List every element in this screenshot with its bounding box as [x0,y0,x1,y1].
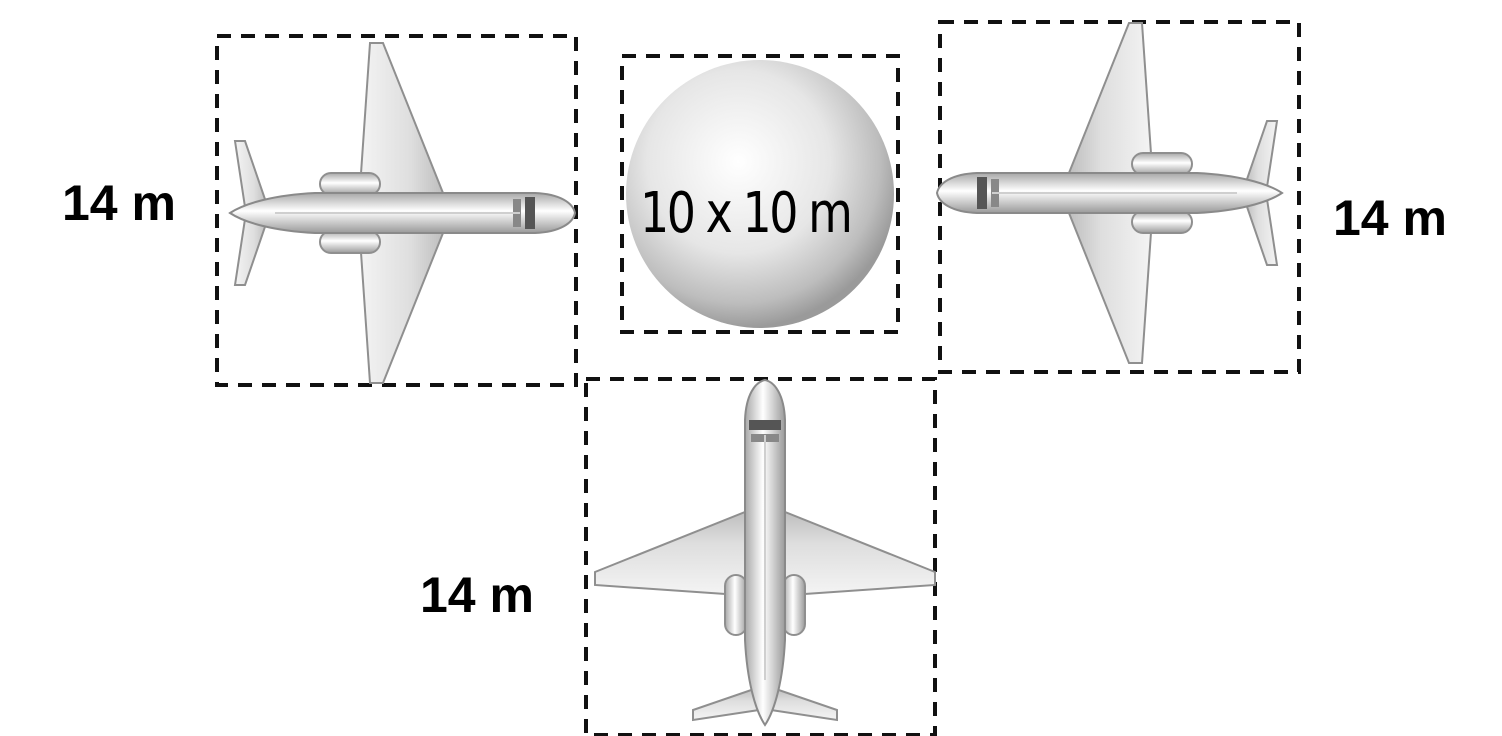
center-dimension-label: 10 x 10 m [640,181,853,246]
bottom-aircraft-dimension-label: 14 m [420,567,534,623]
left-aircraft-icon [229,42,576,384]
right-aircraft-icon [936,22,1283,364]
left-aircraft-box [215,34,578,387]
bottom-aircraft-icon [594,379,936,726]
bottom-aircraft-box [584,377,937,736]
left-aircraft-dimension-label: 14 m [62,175,176,231]
right-aircraft-box [938,20,1301,374]
center-sphere [626,60,894,328]
right-aircraft-dimension-label: 14 m [1333,190,1447,246]
center-object-box [620,54,900,334]
